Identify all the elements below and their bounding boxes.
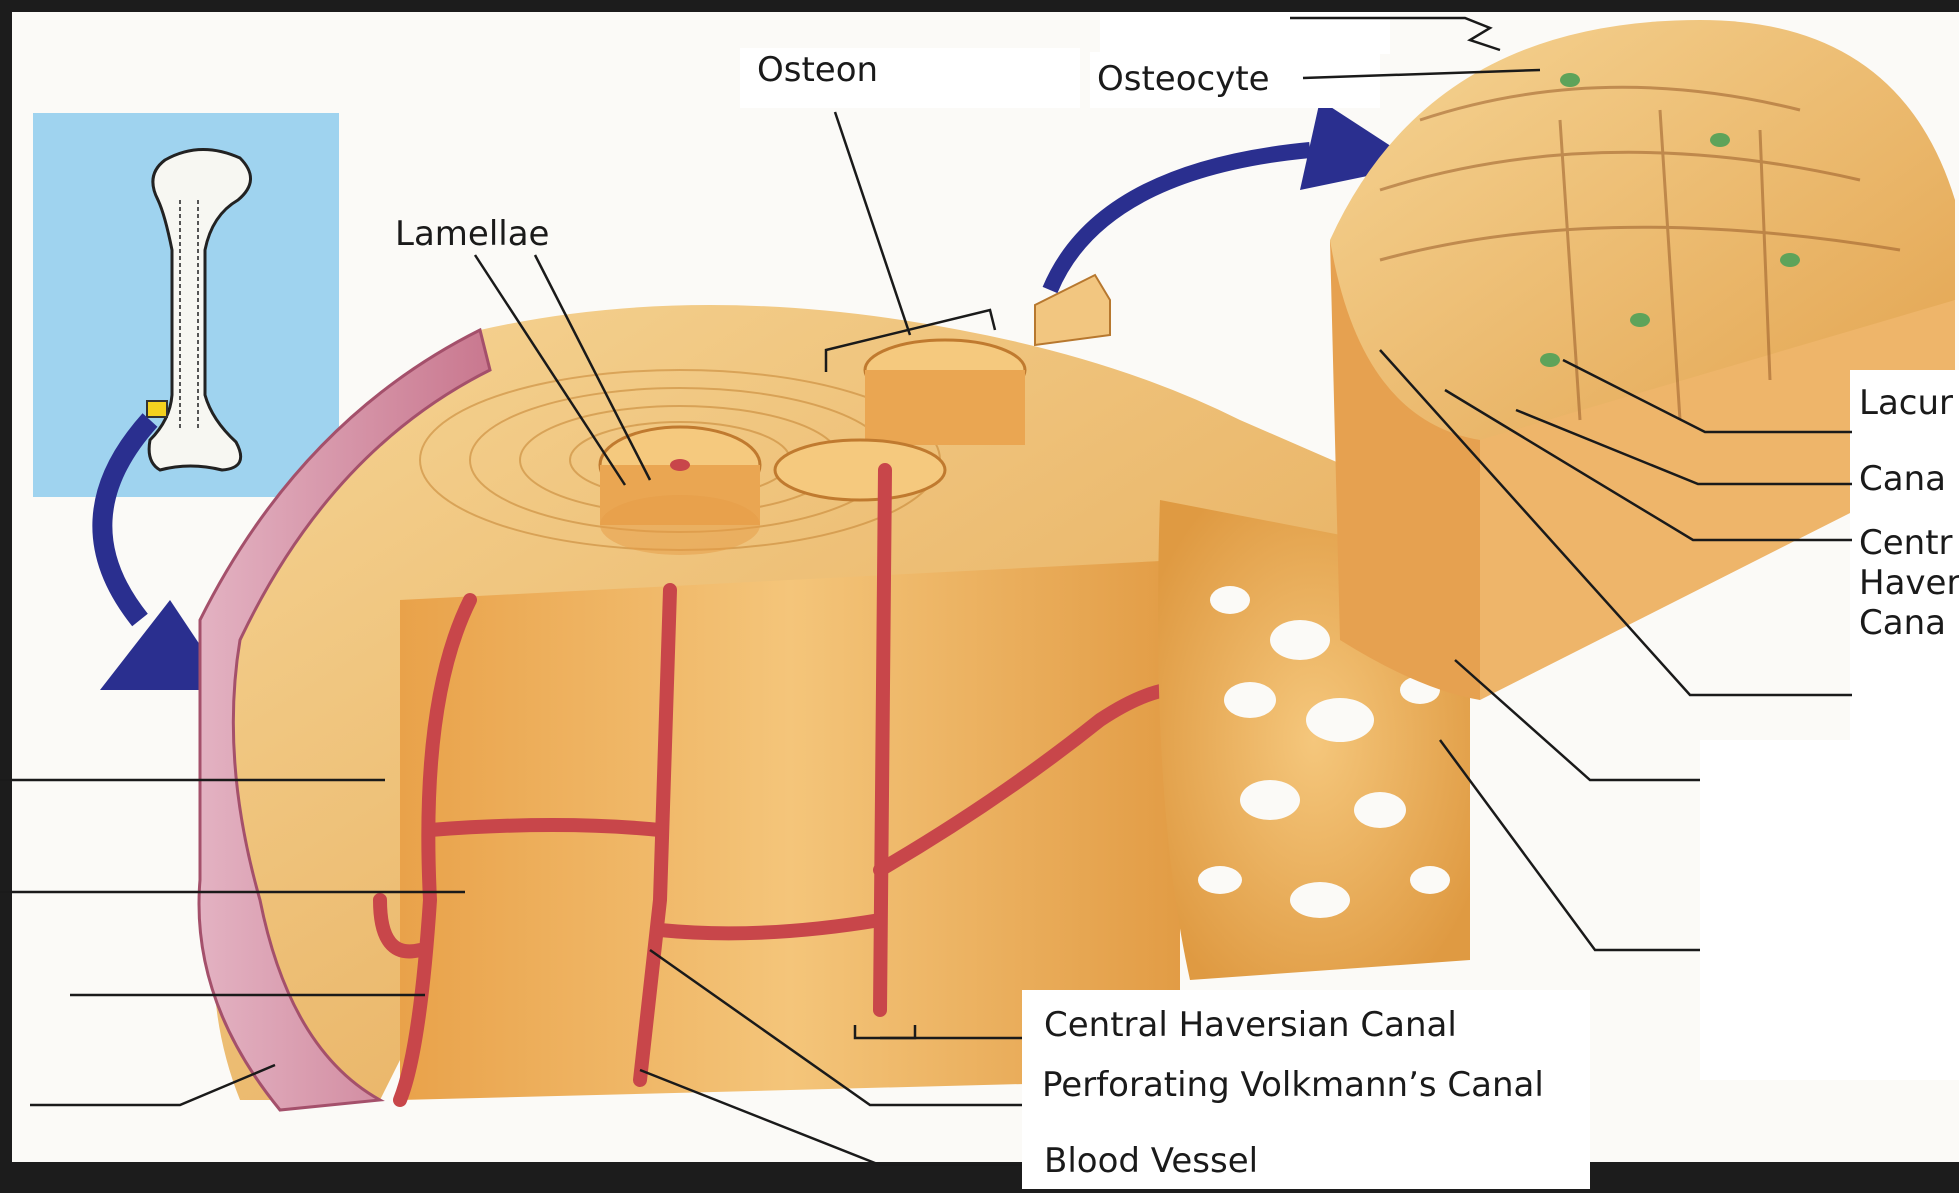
- label-perforating-volkmanns-canal: Perforating Volkmann’s Canal: [1042, 1066, 1544, 1104]
- label-osteocyte: Osteocyte: [1097, 60, 1270, 98]
- label-central-right-2: Haver: [1859, 564, 1959, 602]
- label-central-haversian-canal: Central Haversian Canal: [1044, 1006, 1457, 1044]
- label-lamellae: Lamellae: [395, 215, 549, 253]
- label-lacuna: Lacur: [1859, 384, 1953, 422]
- sample-marker: [147, 401, 167, 417]
- label-central-right-1: Centr: [1859, 524, 1953, 562]
- label-blood-vessel: Blood Vessel: [1044, 1142, 1258, 1180]
- right-blank-box: [1700, 740, 1959, 1080]
- long-bone-inset: [33, 113, 339, 497]
- label-osteon: Osteon: [757, 51, 878, 89]
- label-canaliculi: Cana: [1859, 460, 1946, 498]
- label-central-right-3: Cana: [1859, 604, 1946, 642]
